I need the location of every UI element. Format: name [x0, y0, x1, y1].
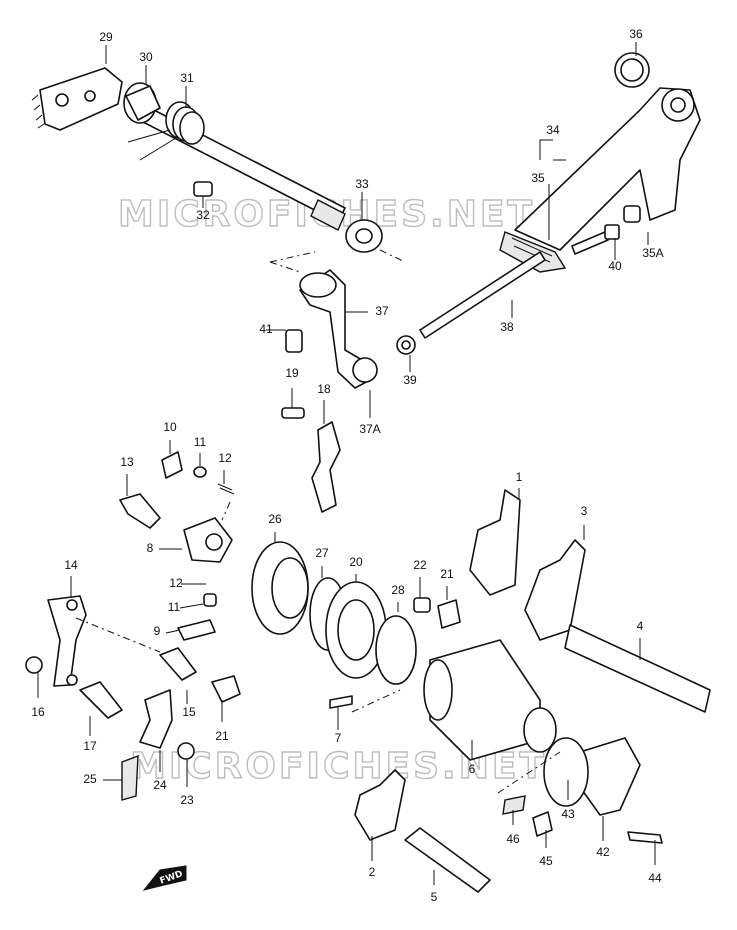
- label-2: 2: [369, 865, 376, 879]
- label-25: 25: [83, 772, 97, 786]
- stopper-plate: [311, 421, 341, 513]
- cam-stopper-assembly: [119, 451, 235, 641]
- label-29: 29: [99, 30, 113, 44]
- label-4: 4: [637, 619, 644, 633]
- forward-direction-arrow: FWD: [142, 865, 187, 891]
- label-12b: 12: [169, 576, 183, 590]
- gearshift-lever-assembly: [396, 52, 701, 355]
- gearshift-shaft-assembly: [31, 67, 383, 253]
- label-13: 13: [120, 455, 134, 469]
- label-30: 30: [139, 50, 153, 64]
- label-21b: 21: [215, 729, 229, 743]
- label-35a: 35A: [642, 246, 663, 260]
- label-17: 17: [83, 739, 97, 753]
- label-8: 8: [147, 541, 154, 555]
- label-11b: 11: [168, 600, 181, 614]
- label-35: 35: [531, 171, 545, 185]
- label-14: 14: [64, 558, 78, 572]
- label-6: 6: [469, 762, 476, 776]
- label-37: 37: [375, 304, 389, 318]
- label-5: 5: [431, 890, 438, 904]
- label-34: 34: [546, 123, 560, 137]
- part-labels: 29 30 31 32 33 36 34 35 35A 40 37 38 41 …: [31, 27, 663, 904]
- label-7: 7: [335, 731, 342, 745]
- label-31: 31: [180, 71, 194, 85]
- label-26: 26: [268, 512, 282, 526]
- label-27: 27: [315, 546, 329, 560]
- label-20: 20: [349, 555, 363, 569]
- label-40: 40: [608, 259, 622, 273]
- label-41: 41: [259, 322, 273, 336]
- label-15: 15: [182, 705, 196, 719]
- label-22: 22: [413, 558, 427, 572]
- label-32: 32: [196, 208, 210, 222]
- label-16: 16: [31, 705, 45, 719]
- cam-plate-assembly: [25, 595, 241, 801]
- label-28: 28: [391, 583, 405, 597]
- leader-lines: [37, 42, 656, 885]
- label-9: 9: [154, 624, 161, 638]
- label-36: 36: [629, 27, 643, 41]
- label-44: 44: [648, 871, 662, 885]
- label-21a: 21: [440, 567, 454, 581]
- label-39: 39: [403, 373, 417, 387]
- label-23: 23: [180, 793, 194, 807]
- shift-forks-assembly: [354, 489, 711, 893]
- gearshift-arm-assembly: [281, 269, 378, 419]
- label-11a: 11: [194, 435, 207, 449]
- label-1: 1: [516, 470, 523, 484]
- centerlines: [75, 249, 561, 794]
- label-33: 33: [355, 177, 369, 191]
- label-19: 19: [285, 366, 299, 380]
- label-46: 46: [506, 832, 520, 846]
- shift-drum-assembly: [251, 541, 557, 761]
- label-42: 42: [596, 845, 610, 859]
- label-38: 38: [500, 320, 514, 334]
- label-12a: 12: [218, 451, 232, 465]
- label-45: 45: [539, 854, 553, 868]
- label-43: 43: [561, 807, 575, 821]
- label-37a: 37A: [359, 422, 380, 436]
- label-18: 18: [317, 382, 331, 396]
- label-10: 10: [163, 420, 177, 434]
- label-3: 3: [581, 504, 588, 518]
- label-24: 24: [153, 778, 167, 792]
